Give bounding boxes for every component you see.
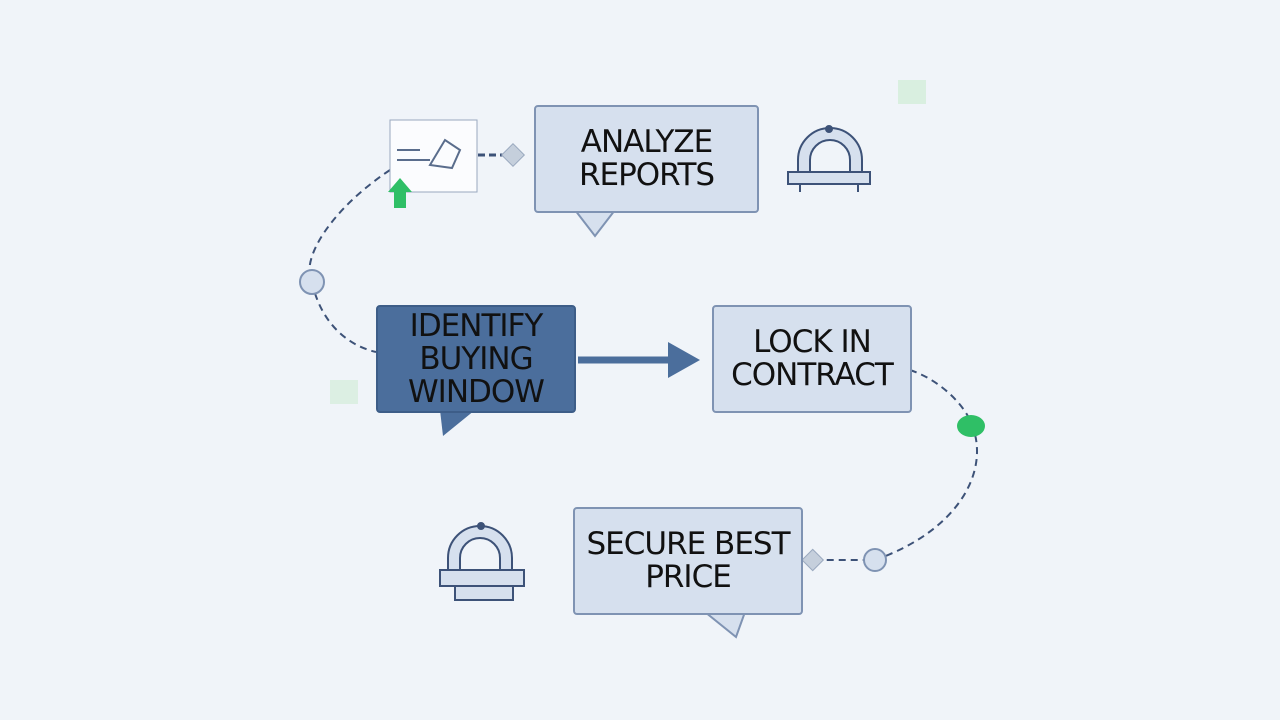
step-label: IDENTIFY BUYING WINDOW bbox=[408, 307, 545, 410]
callout-tail bbox=[572, 209, 618, 238]
connector-node bbox=[863, 548, 887, 572]
lock-arch-icon bbox=[439, 522, 525, 601]
dashed-connector-right bbox=[815, 369, 978, 561]
green-node bbox=[957, 415, 985, 437]
step-label: SECURE BEST PRICE bbox=[586, 526, 790, 595]
green-square-icon bbox=[898, 80, 926, 104]
step-identify-buying-window: IDENTIFY BUYING WINDOW bbox=[376, 305, 576, 413]
arrow-head-icon bbox=[668, 342, 700, 378]
callout-tail bbox=[440, 410, 475, 436]
lock-arch-icon bbox=[787, 125, 871, 192]
step-label: LOCK IN CONTRACT bbox=[731, 324, 894, 393]
step-secure-best-price: SECURE BEST PRICE bbox=[573, 507, 803, 615]
document-chart-icon bbox=[389, 119, 478, 193]
step-analyze-reports: ANALYZE REPORTS bbox=[534, 105, 759, 213]
step-label: ANALYZE REPORTS bbox=[578, 124, 715, 193]
diamond-node bbox=[801, 548, 825, 572]
green-up-arrow-icon bbox=[388, 178, 412, 208]
connector-node bbox=[299, 269, 325, 295]
green-square-icon bbox=[330, 380, 358, 404]
callout-tail bbox=[702, 611, 747, 639]
diamond-node bbox=[500, 142, 526, 168]
step-lock-in-contract: LOCK IN CONTRACT bbox=[712, 305, 912, 413]
